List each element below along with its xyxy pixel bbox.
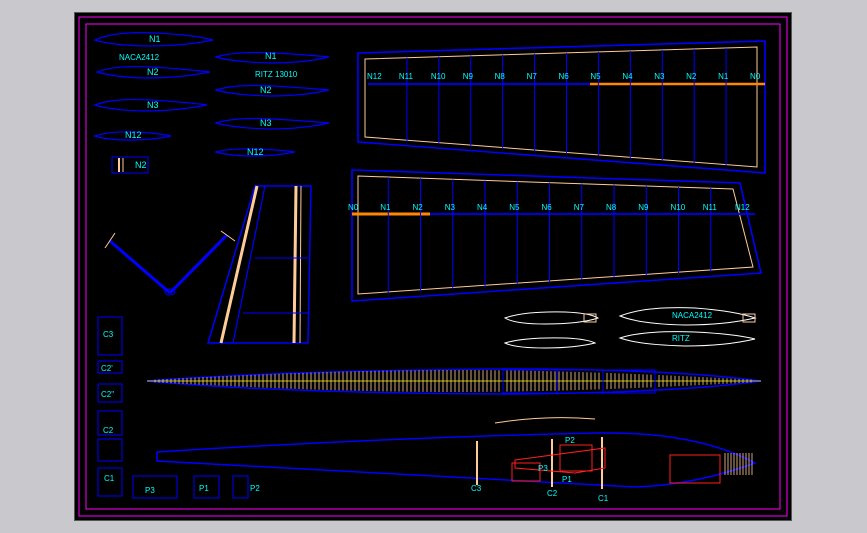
airfoil-ritz-title: RITZ 13010 [255,70,298,79]
lower-rib-label-n10: N10 [671,203,686,212]
former-label-c1: C1 [104,474,115,483]
lower-rib-label-n5: N5 [509,203,520,212]
upper-rib-label-n2: N2 [686,72,697,81]
side-label-p1: P1 [562,475,572,484]
lower-rib-label-n0: N0 [348,203,359,212]
lower-rib-label-n8: N8 [606,203,617,212]
lower-rib-label-n6: N6 [542,203,553,212]
airfoil-ritz-n3 [213,117,330,130]
fuselage-top-view [146,368,762,395]
lower-rib-label-n12: N12 [735,203,750,212]
airfoil-label-naca-n3: N3 [147,100,159,110]
upper-rib-label-n10: N10 [431,72,446,81]
side-label-c3: C3 [471,484,482,493]
upper-rib-label-n6: N6 [559,72,570,81]
side-label-c2: C2 [547,489,558,498]
upper-rib-label-n4: N4 [622,72,633,81]
upper-rib-label-n11: N11 [399,72,414,81]
upper-rib-label-n8: N8 [495,72,506,81]
drawing-sheet: N1 NACA2412 N2 N3 N12 N2 N1 RITZ 13010 N… [74,12,792,521]
airfoil-small-n2 [111,156,149,174]
fin-outline [206,185,312,344]
fuselage-side-view [156,417,757,489]
upper-rib-label-n7: N7 [527,72,538,81]
airfoil-naca-n1 [93,32,214,47]
side-label-p2: P2 [565,436,575,445]
airfoil-label-ritz-n3: N3 [260,118,272,128]
airfoil-naca-n12 [93,131,172,141]
airfoil-label-ritz-n2: N2 [260,85,272,95]
airfoil-ritz-n2 [213,84,330,97]
lower-rib-label-n7: N7 [574,203,585,212]
dihedral-v [104,230,236,296]
lower-wing [351,169,762,302]
upper-rib-label-n5: N5 [590,72,601,81]
airfoil-ritz-n12 [213,148,296,157]
lower-rib-label-n3: N3 [445,203,456,212]
airfoil-label-naca-n2: N2 [147,67,159,77]
part-label-p2: P2 [250,484,260,493]
part-label-p1: P1 [199,484,209,493]
airfoil-label-ritz-n1: N1 [265,51,277,61]
upper-wing [357,40,766,174]
upper-rib-label-n0: N0 [750,72,761,81]
lower-rib-label-n11: N11 [703,203,718,212]
profile-label-naca: NACA2412 [672,311,713,320]
lower-rib-label-n2: N2 [413,203,424,212]
profile-callouts [503,307,757,349]
former-label-c2pp: C2" [101,390,114,399]
side-label-c1: C1 [598,494,609,503]
former-label-c2: C2 [103,426,114,435]
lower-rib-label-n4: N4 [477,203,488,212]
naca-airfoil-group [93,32,330,157]
airfoil-label-ritz-n12: N12 [247,147,264,157]
airfoil-ritz-n1 [213,51,330,64]
airfoil-label-naca-n2-small: N2 [135,160,147,170]
formers-column [97,316,249,499]
part-label-p3: P3 [145,486,155,495]
upper-rib-label-n9: N9 [463,72,474,81]
upper-rib-label-n3: N3 [654,72,665,81]
side-label-p3: P3 [538,464,548,473]
airfoil-label-naca-n12: N12 [125,130,142,140]
lower-rib-label-n9: N9 [638,203,649,212]
inner-frame [85,23,781,510]
profile-label-ritz: RITZ [672,334,690,343]
upper-rib-label-n12: N12 [367,72,382,81]
airfoil-label-naca-n1: N1 [149,34,161,44]
outer-frame [78,16,788,517]
airfoil-naca-n2 [95,65,211,79]
upper-rib-label-n1: N1 [718,72,729,81]
airfoil-naca-title: NACA2412 [119,53,160,62]
cad-drawing: N1 NACA2412 N2 N3 N12 N2 N1 RITZ 13010 N… [78,16,788,517]
former-label-c3: C3 [103,330,114,339]
airfoil-naca-n3 [93,98,208,112]
former-label-c2p: C2' [101,364,113,373]
lower-rib-label-n1: N1 [380,203,391,212]
